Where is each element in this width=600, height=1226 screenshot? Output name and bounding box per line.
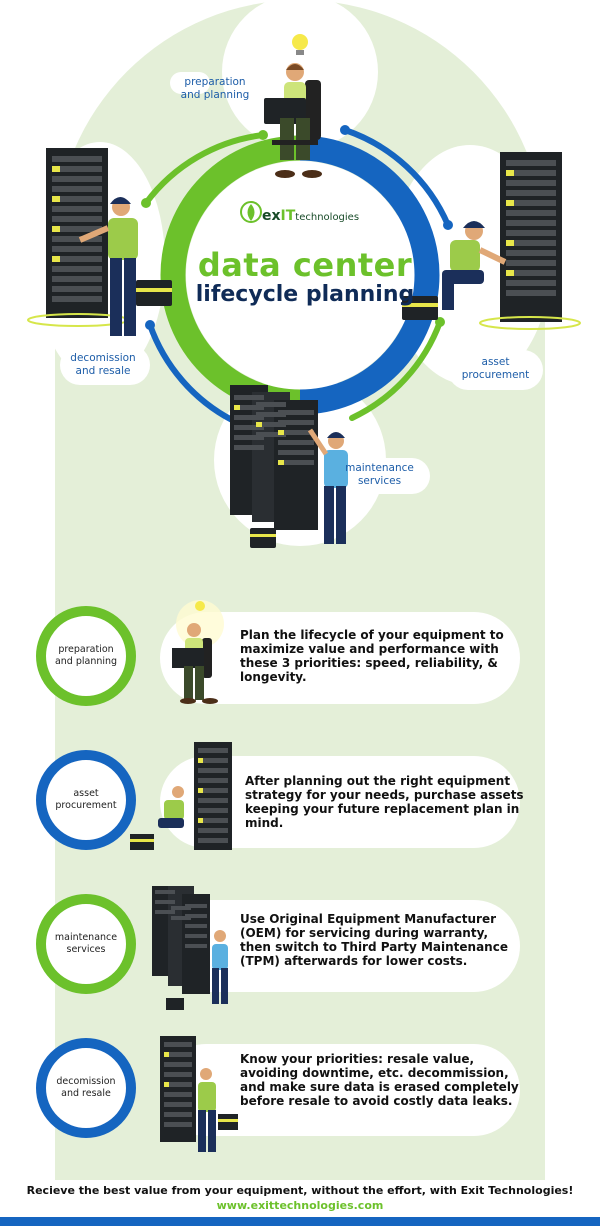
lifecycle-illustration [27,0,581,548]
step-ring-preparation: preparation and planning [36,606,136,706]
step-ring-decommission: decomission and resale [36,1038,136,1138]
technician-icon [442,221,507,310]
cycle-label-procurement: asset procurement [461,356,530,381]
cycle-label-decommission: decomission and resale [70,352,136,377]
footer-url-link[interactable]: www.exittechnologies.com [216,1199,384,1212]
step-text-preparation: Plan the lifecycle of your equipment to … [240,628,504,684]
step-row-preparation: preparation and planning Plan the lifecy… [0,598,600,718]
brand-ex: ex [262,208,281,224]
briefcase-icon [166,998,184,1010]
technician-icon [78,197,138,336]
briefcase-icon [250,528,276,548]
lightbulb-icon [292,34,308,55]
step-illustration [160,1036,238,1152]
step-illustration [172,600,224,704]
step-illustration [152,886,228,1010]
cycle-label-maintenance: maintenance services [345,462,414,487]
brand-it: IT [280,208,296,224]
step-ring-procurement: asset procurement [36,750,136,850]
server-rack-icon [479,152,581,330]
brand-logo: exITtechnologies [262,208,359,224]
step-ring-maintenance: maintenance services [36,894,136,994]
brand-tech: technologies [295,212,360,223]
server-rack-icon [27,148,129,327]
bottom-bar [0,1217,600,1226]
leaf-icon [240,201,262,223]
step-illustration [130,742,232,850]
technician-icon [264,63,322,178]
step-text-procurement: After planning out the right equipment s… [245,774,524,830]
briefcase-icon [136,280,172,306]
step-row-decommission: decomission and resale Know your priorit… [0,1030,600,1152]
step-row-procurement: asset procurement After planning out the… [0,742,600,862]
briefcase-icon [402,296,438,320]
footer-tagline: Recieve the best value from your equipme… [26,1184,574,1197]
cycle-label-preparation: preparation and planning [180,76,250,101]
technician-icon [307,428,348,544]
title-line-1: data center [197,246,413,284]
title-line-2: lifecycle planning [195,282,415,307]
lightbulb-icon [195,601,205,611]
step-text-maintenance: Use Original Equipment Manufacturer (OEM… [240,912,508,968]
step-row-maintenance: maintenance services Use Original Equipm… [0,886,600,1010]
server-rack-icon [230,385,318,530]
step-text-decommission: Know your priorities: resale value, avoi… [240,1052,519,1108]
